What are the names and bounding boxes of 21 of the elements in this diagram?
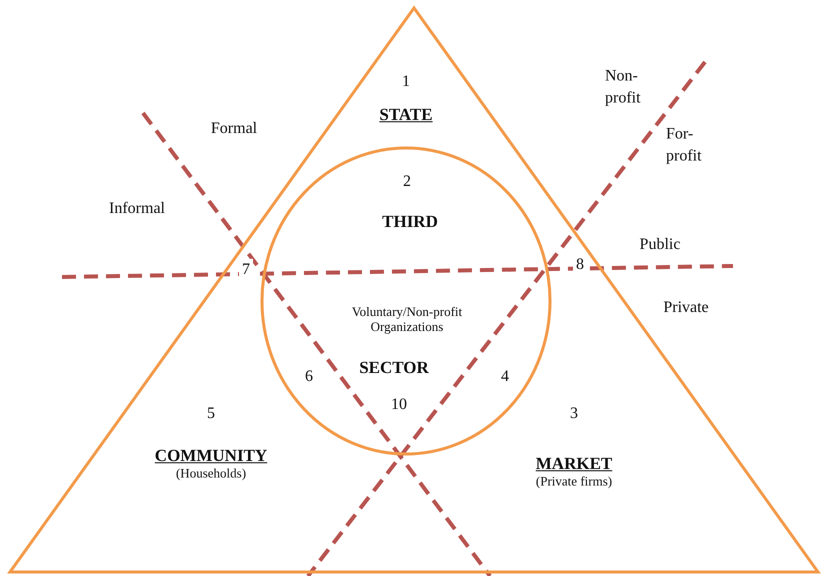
region-number: 4: [501, 368, 509, 386]
sector-subtitle: (Households): [176, 466, 246, 482]
axis-label: Non- profit: [605, 66, 642, 109]
sector-heading: STATE: [379, 105, 433, 125]
region-number: 6: [305, 368, 313, 386]
axis-label: Private: [663, 298, 709, 318]
sector-heading: SECTOR: [359, 358, 429, 378]
sector-subtitle: Voluntary/Non-profit Organizations: [350, 305, 464, 335]
axis-label: Informal: [109, 198, 165, 219]
sector-heading: THIRD: [382, 212, 438, 232]
sector-heading: MARKET: [536, 454, 612, 474]
axis-label: Formal: [210, 118, 258, 139]
region-number: 5: [207, 404, 215, 424]
sector-subtitle: (Private firms): [536, 474, 612, 490]
region-number: 3: [570, 404, 578, 424]
region-number: 1: [402, 72, 410, 92]
axis-label: For- profit: [666, 124, 703, 167]
axis-label: Public: [640, 234, 680, 255]
region-number: 10: [391, 396, 407, 414]
region-number: 2: [403, 172, 411, 192]
sector-heading: COMMUNITY: [154, 446, 268, 466]
